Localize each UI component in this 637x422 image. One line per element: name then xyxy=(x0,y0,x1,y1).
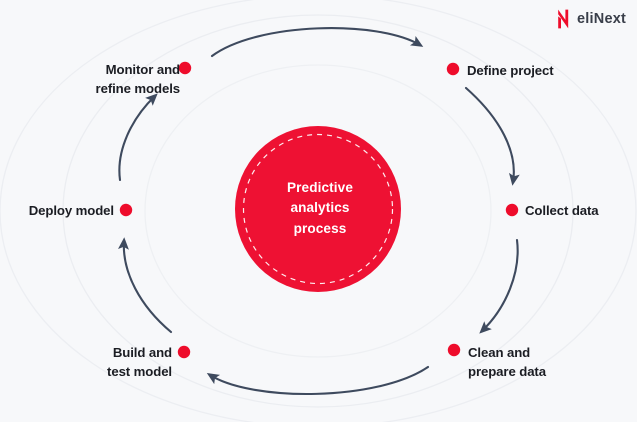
node-dot-deploy-model[interactable] xyxy=(119,203,133,217)
arrow-clean-to-build xyxy=(206,365,430,395)
arrow-collect-to-clean xyxy=(479,238,519,334)
ring-inner xyxy=(144,64,492,358)
node-dot-define-project[interactable] xyxy=(446,62,460,76)
node-label-deploy-model[interactable]: Deploy model xyxy=(28,203,114,218)
brand-wordmark: eliNext xyxy=(577,11,626,27)
arrow-monitor-to-define xyxy=(210,27,424,58)
node-label-collect-data[interactable]: Collect data xyxy=(525,203,599,218)
node-dot-monitor-refine[interactable] xyxy=(178,61,192,75)
ring-middle xyxy=(62,14,574,408)
center-node xyxy=(235,126,401,292)
arrow-define-to-collect xyxy=(464,86,520,186)
node-dot-collect-data[interactable] xyxy=(505,203,519,217)
brand-logo[interactable]: eliNext xyxy=(556,9,626,29)
node-label-define-project[interactable]: Define project xyxy=(467,63,554,78)
arrow-build-to-deploy xyxy=(118,237,173,334)
node-dot-clean-prepare[interactable] xyxy=(447,343,461,357)
node-dot-build-test[interactable] xyxy=(177,345,191,359)
center-circle xyxy=(235,126,401,292)
connector-arrows xyxy=(118,27,520,395)
center-dashed-ring xyxy=(242,133,394,285)
node-label-monitor-refine[interactable]: Monitor and refine models xyxy=(95,62,181,97)
elinext-n-mark-icon xyxy=(558,9,569,29)
node-label-clean-prepare[interactable]: Clean and prepare data xyxy=(468,345,546,380)
arrow-deploy-to-monitor xyxy=(118,93,158,182)
node-label-build-test[interactable]: Build and test model xyxy=(107,345,172,380)
node-dots xyxy=(119,61,519,359)
